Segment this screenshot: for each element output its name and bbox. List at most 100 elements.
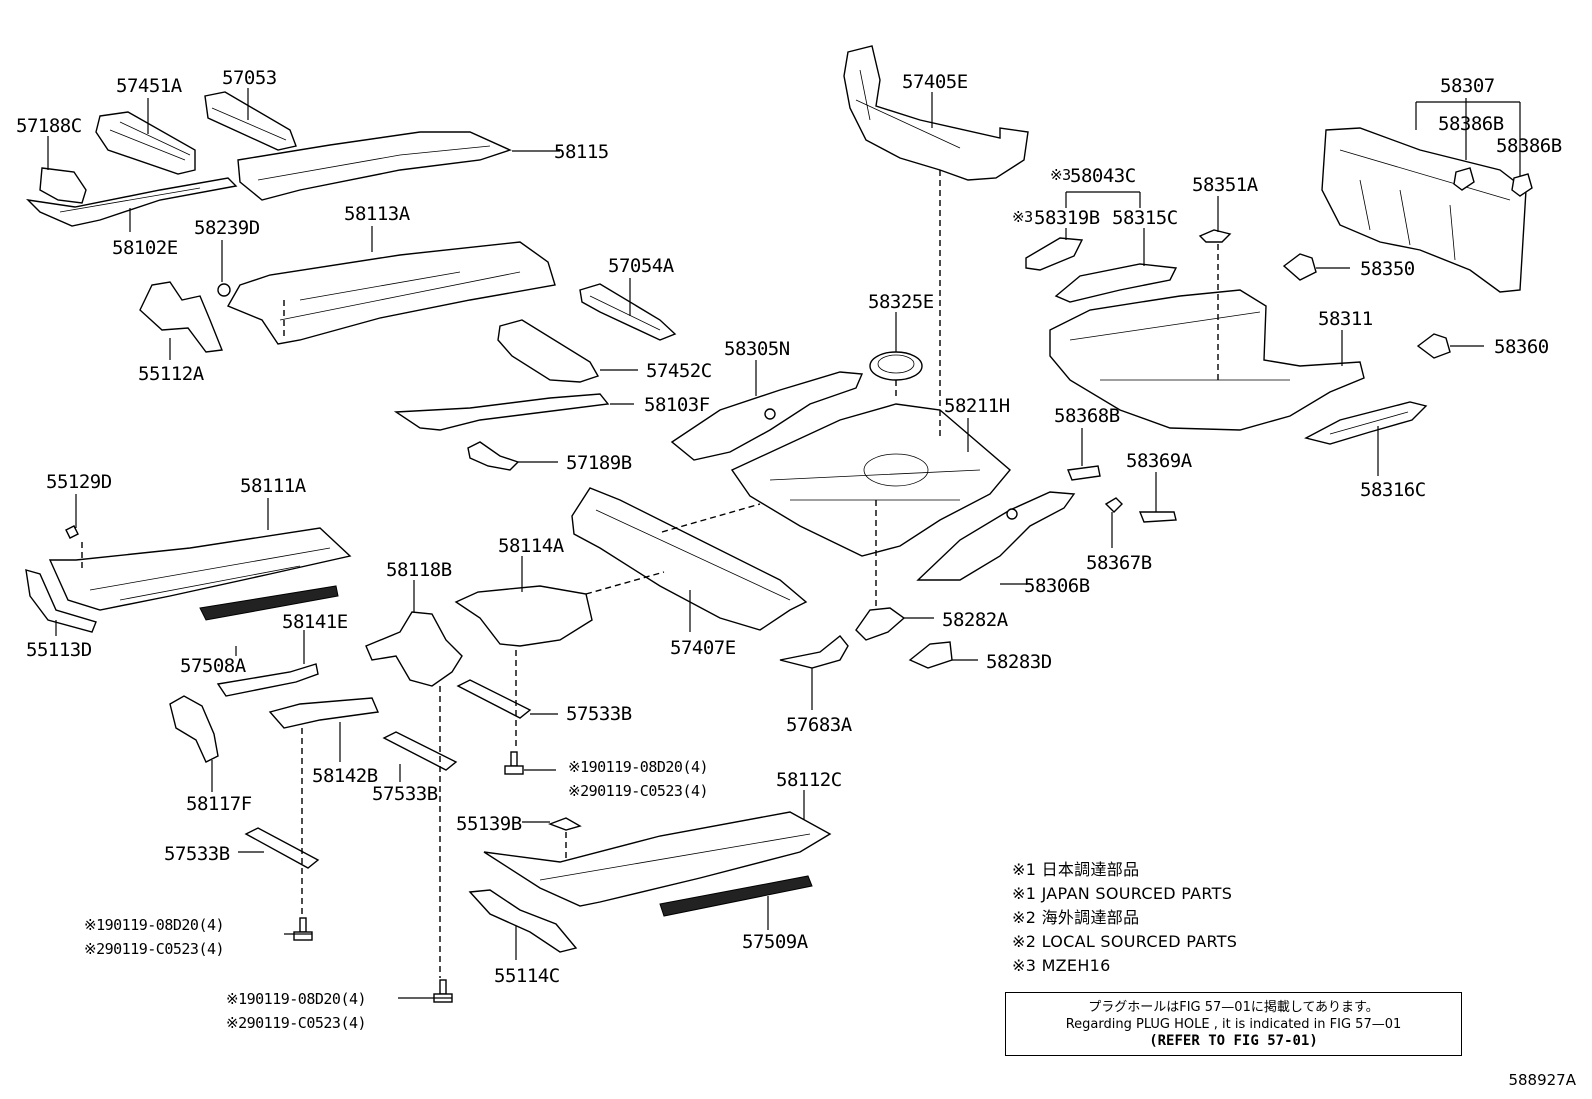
- part-shape-58369A[interactable]: [1138, 511, 1177, 523]
- label-57508A[interactable]: 57508A: [180, 655, 247, 677]
- part-shape-55113D[interactable]: [25, 569, 97, 633]
- part-shape-58360[interactable]: [1416, 333, 1451, 359]
- part-shape-58311[interactable]: [1049, 289, 1365, 431]
- part-shape-58283D[interactable]: [908, 641, 953, 669]
- part-shape-57189B[interactable]: [467, 441, 520, 471]
- part-shape-58102E[interactable]: [26, 177, 238, 227]
- label-58386B[interactable]: 58386B: [1438, 113, 1504, 135]
- part-shape-58325E[interactable]: [869, 351, 923, 381]
- label-58211H[interactable]: 58211H: [944, 395, 1010, 417]
- fastener-label[interactable]: ※290119-C0523(4): [226, 1014, 367, 1032]
- label-58319B[interactable]: 58319B: [1034, 207, 1100, 229]
- label-58115[interactable]: 58115: [554, 141, 609, 163]
- label-58311[interactable]: 58311: [1318, 308, 1373, 330]
- part-shape-57188C[interactable]: [39, 167, 87, 204]
- label-57405E[interactable]: 57405E: [902, 71, 968, 93]
- part-shape-55129D[interactable]: [65, 525, 79, 539]
- label-58114A[interactable]: 58114A: [498, 535, 565, 557]
- part-shape-58142B[interactable]: [268, 697, 380, 729]
- label-58043C[interactable]: 58043C: [1070, 165, 1136, 187]
- label-58141E[interactable]: 58141E: [282, 611, 348, 633]
- part-shape-58350[interactable]: [1282, 253, 1317, 281]
- label-58307[interactable]: 58307: [1440, 75, 1495, 97]
- label-57509A[interactable]: 57509A: [742, 931, 809, 953]
- label-58282A[interactable]: 58282A: [942, 609, 1009, 631]
- part-shape-58351A[interactable]: [1198, 229, 1232, 243]
- part-shape-57533B-2[interactable]: [382, 731, 458, 771]
- label-58368B[interactable]: 58368B: [1054, 405, 1120, 427]
- part-shape-58111A[interactable]: [48, 527, 352, 611]
- label-58283D[interactable]: 58283D: [986, 651, 1052, 673]
- label-58111A[interactable]: 58111A: [240, 475, 307, 497]
- label-58369A[interactable]: 58369A: [1126, 450, 1193, 472]
- label-58360[interactable]: 58360: [1494, 336, 1549, 358]
- label-57053[interactable]: 57053: [222, 67, 277, 89]
- part-shape-58141E[interactable]: [216, 663, 319, 697]
- label-58386B[interactable]: 58386B: [1496, 135, 1562, 157]
- label-57188C[interactable]: 57188C: [16, 115, 82, 137]
- part-shape-57452C[interactable]: [497, 319, 600, 383]
- part-shape-57509A-rail[interactable]: [659, 875, 813, 917]
- part-shape-58118B[interactable]: [365, 611, 463, 687]
- part-shape-58316C[interactable]: [1304, 401, 1428, 445]
- label-58102E[interactable]: 58102E: [112, 237, 178, 259]
- note-reference-link[interactable]: (REFER TO FIG 57-01): [1149, 1033, 1318, 1049]
- label-57533B[interactable]: 57533B: [372, 783, 438, 805]
- label-55113D[interactable]: 55113D: [26, 639, 92, 661]
- part-shape-55114C[interactable]: [468, 889, 578, 953]
- part-shape-57533B-1[interactable]: [456, 679, 532, 719]
- label-58350[interactable]: 58350: [1360, 258, 1415, 280]
- label-58103F[interactable]: 58103F: [644, 394, 710, 416]
- label-58325E[interactable]: 58325E: [868, 291, 934, 313]
- part-shape-57451A[interactable]: [95, 111, 196, 175]
- label-58351A[interactable]: 58351A: [1192, 174, 1259, 196]
- label-58305N[interactable]: 58305N: [724, 338, 790, 360]
- label-58367B[interactable]: 58367B: [1086, 552, 1152, 574]
- part-shape-57407E[interactable]: [571, 487, 808, 631]
- part-shape-55139B[interactable]: [548, 817, 582, 831]
- fastener-label[interactable]: ※190119-08D20(4): [84, 916, 225, 934]
- label-55114C[interactable]: 55114C: [494, 965, 560, 987]
- part-shape-58114A[interactable]: [454, 585, 593, 647]
- part-shape-58115[interactable]: [237, 131, 512, 201]
- part-shape-58112C[interactable]: [483, 811, 832, 907]
- part-shape-57533B-3[interactable]: [244, 827, 320, 869]
- label-57189B[interactable]: 57189B: [566, 452, 632, 474]
- part-shape-58368B[interactable]: [1067, 465, 1101, 481]
- label-58113A[interactable]: 58113A: [344, 203, 411, 225]
- label-58316C[interactable]: 58316C: [1360, 479, 1426, 501]
- label-58112C[interactable]: 58112C: [776, 769, 842, 791]
- label-57452C[interactable]: 57452C: [646, 360, 712, 382]
- part-shape-58306B[interactable]: [916, 491, 1076, 581]
- part-shape-58103F[interactable]: [393, 393, 610, 431]
- part-shape-58386B-2[interactable]: [1511, 173, 1533, 197]
- label-57407E[interactable]: 57407E: [670, 637, 736, 659]
- fastener-label[interactable]: ※190119-08D20(4): [226, 990, 367, 1008]
- label-55139B[interactable]: 55139B: [456, 813, 522, 835]
- label-57683A[interactable]: 57683A: [786, 714, 853, 736]
- part-shape-57405E[interactable]: [843, 45, 1029, 181]
- label-58117F[interactable]: 58117F: [186, 793, 252, 815]
- label-58118B[interactable]: 58118B: [386, 559, 452, 581]
- part-shape-58315C[interactable]: [1054, 263, 1178, 303]
- part-shape-57508A-rail[interactable]: [199, 585, 339, 621]
- fastener-label[interactable]: ※290119-C0523(4): [84, 940, 225, 958]
- part-shape-58282A[interactable]: [855, 607, 906, 641]
- part-shape-58367B[interactable]: [1104, 497, 1123, 513]
- part-shape-57054A[interactable]: [579, 283, 677, 341]
- part-shape-58386B-1[interactable]: [1453, 167, 1475, 191]
- label-57533B[interactable]: 57533B: [164, 843, 230, 865]
- label-55112A[interactable]: 55112A: [138, 363, 205, 385]
- label-58239D[interactable]: 58239D: [194, 217, 260, 239]
- part-shape-57683A[interactable]: [779, 635, 849, 669]
- label-58142B[interactable]: 58142B: [312, 765, 378, 787]
- part-shape-55112A[interactable]: [139, 281, 223, 353]
- fastener-label[interactable]: ※190119-08D20(4): [568, 758, 709, 776]
- label-55129D[interactable]: 55129D: [46, 471, 112, 493]
- label-57533B[interactable]: 57533B: [566, 703, 632, 725]
- part-shape-58117F[interactable]: [169, 695, 219, 763]
- part-shape-58113A[interactable]: [226, 241, 556, 345]
- label-58306B[interactable]: 58306B: [1024, 575, 1090, 597]
- fastener-label[interactable]: ※290119-C0523(4): [568, 782, 709, 800]
- part-shape-58319B[interactable]: [1025, 237, 1084, 271]
